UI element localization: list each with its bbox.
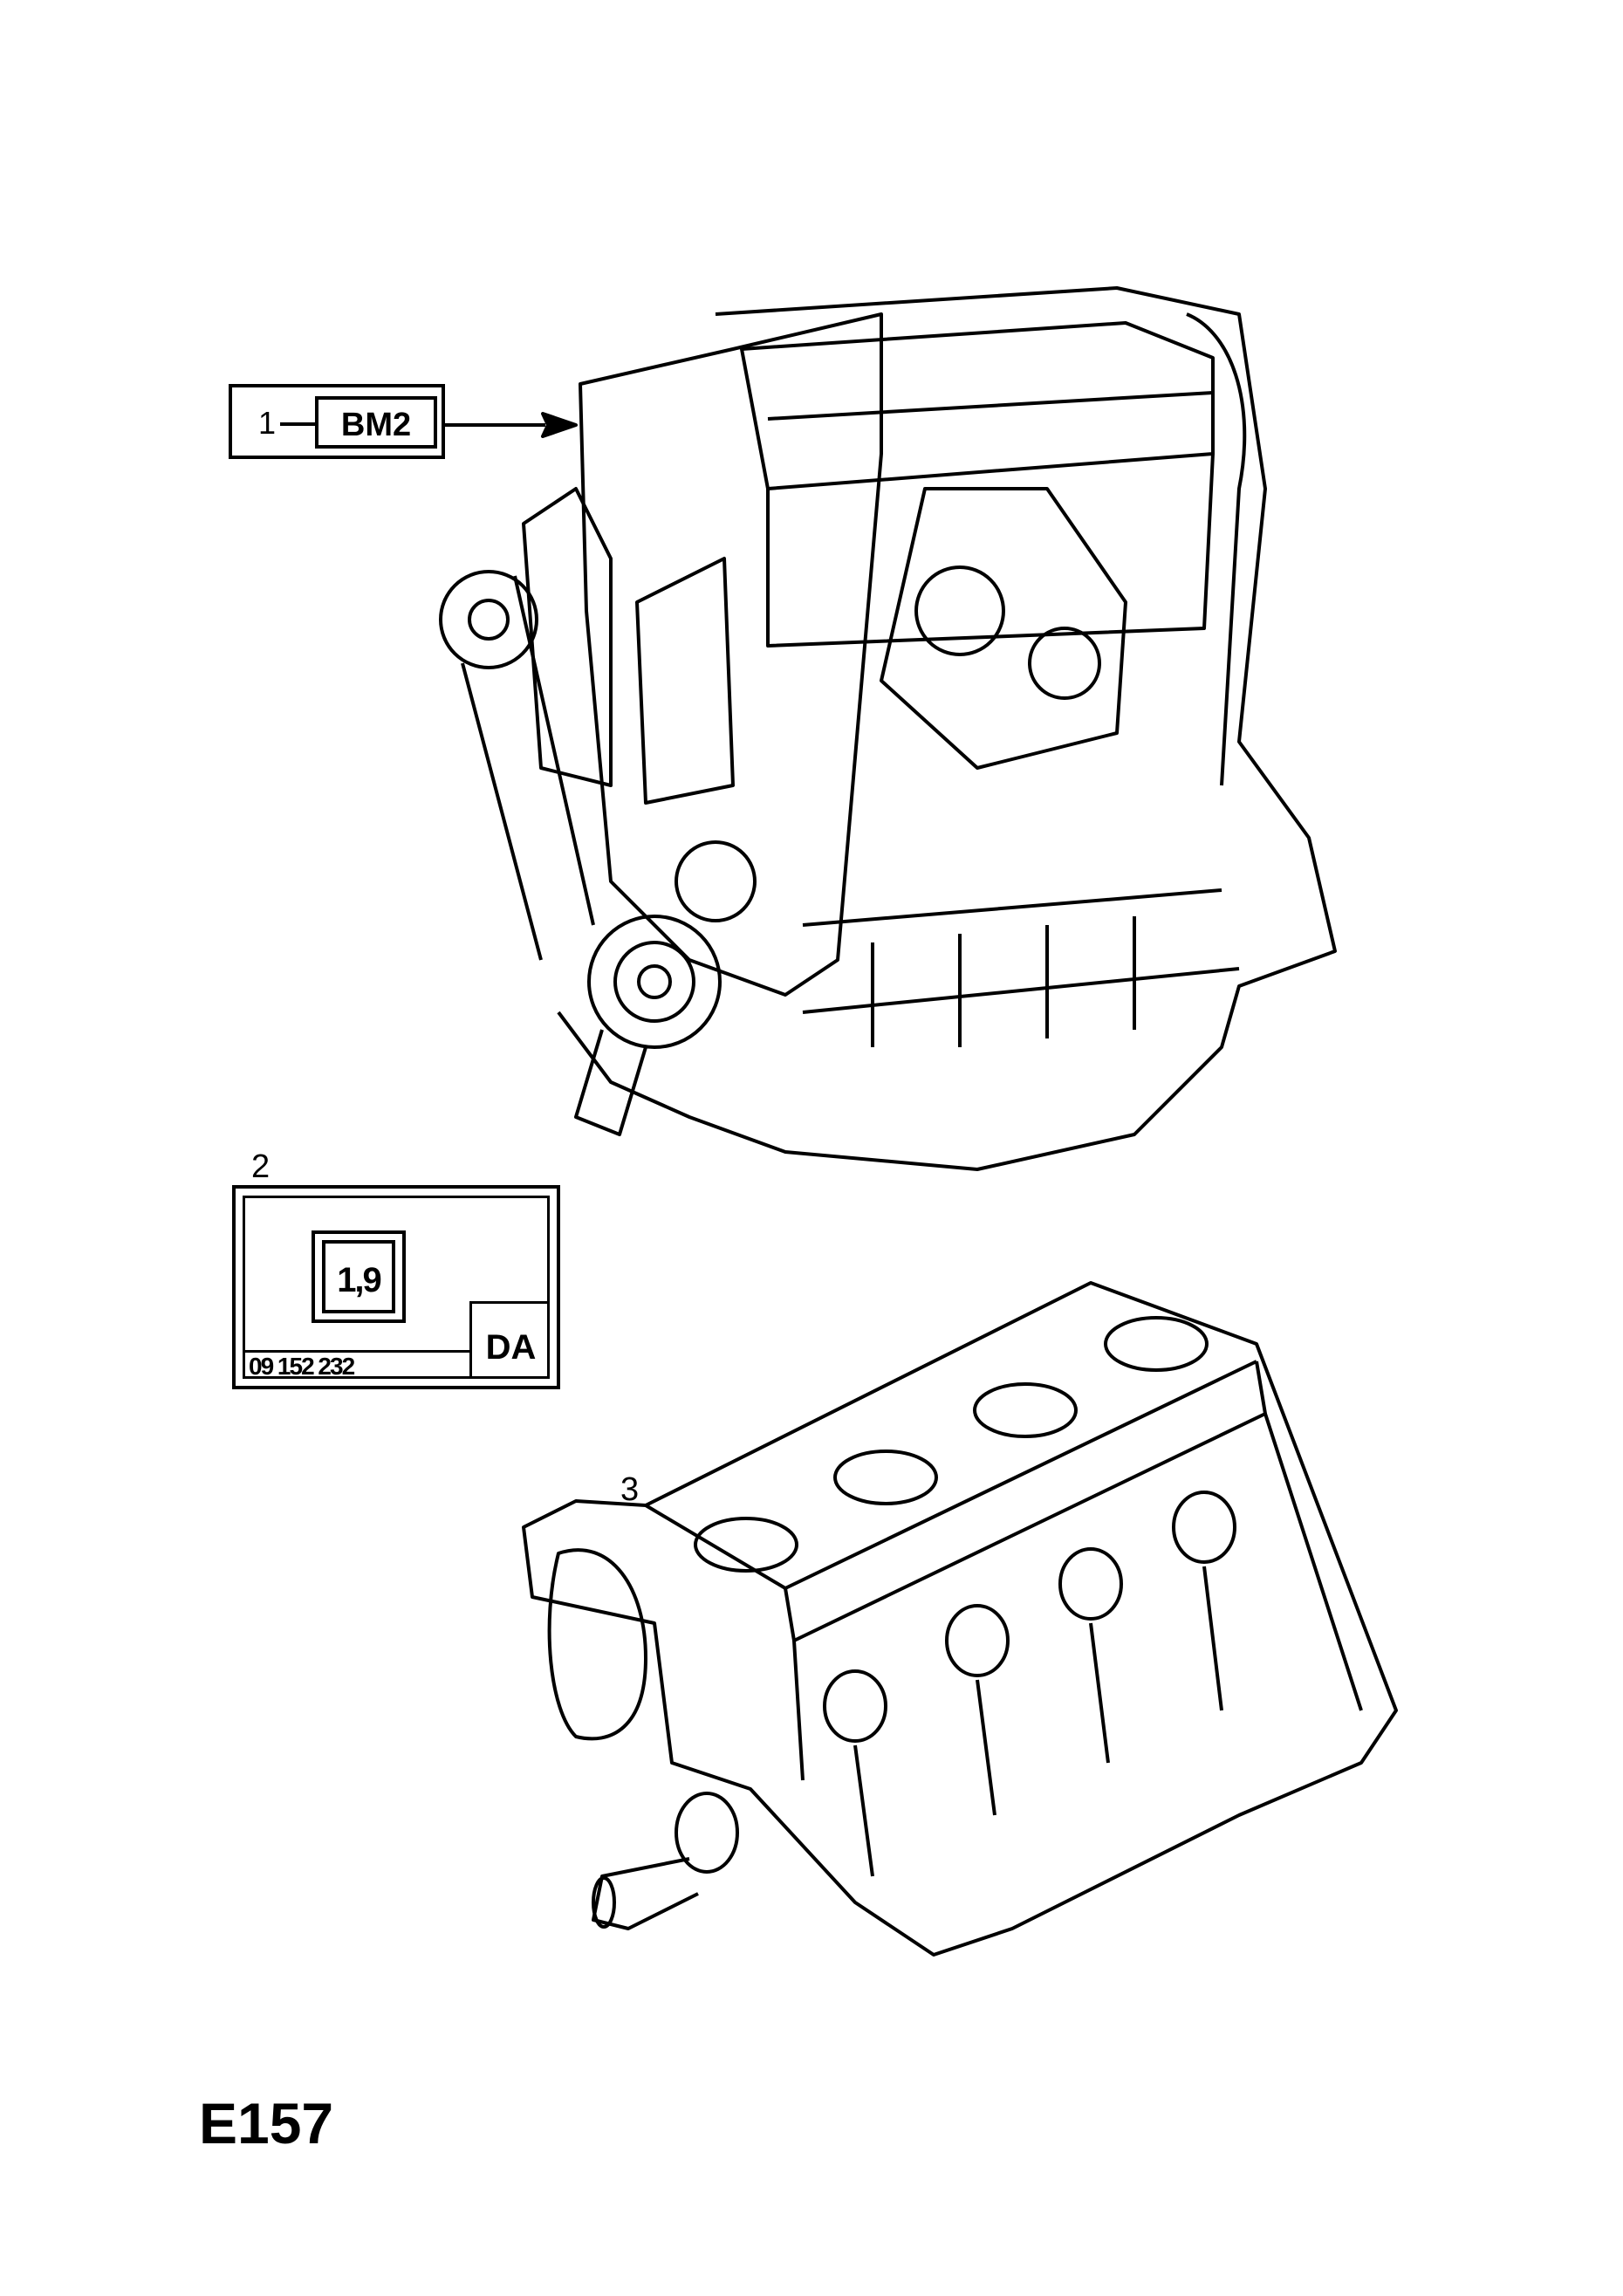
displacement-value: 1,9 [337, 1261, 382, 1299]
displacement-inner-box: 1,9 [322, 1240, 395, 1313]
short-block-drawing [522, 1281, 1398, 1957]
part-code: BM2 [340, 407, 412, 443]
engine-code-box: DA [469, 1301, 550, 1379]
label-inner-border: 1,9 DA 09 152 232 [243, 1196, 550, 1380]
callout-2-number: 2 [251, 1148, 270, 1185]
part-number: 09 152 232 [249, 1353, 355, 1380]
callout-1-leader [280, 422, 315, 426]
callout-3-number: 3 [620, 1471, 640, 1508]
engine-identification-label: 1,9 DA 09 152 232 [232, 1185, 560, 1389]
callout-1-box: 1 BM2 [229, 384, 445, 459]
displacement-outer-box: 1,9 [312, 1230, 406, 1323]
part-code-box: BM2 [315, 396, 437, 449]
callout-1-number: 1 [258, 405, 277, 441]
engine-code: DA [485, 1328, 537, 1367]
part-number-strip: 09 152 232 [245, 1350, 469, 1380]
callout-1-arrow [445, 412, 578, 438]
diagram-code: E157 [199, 2091, 334, 2155]
complete-engine-drawing [439, 286, 1337, 1171]
